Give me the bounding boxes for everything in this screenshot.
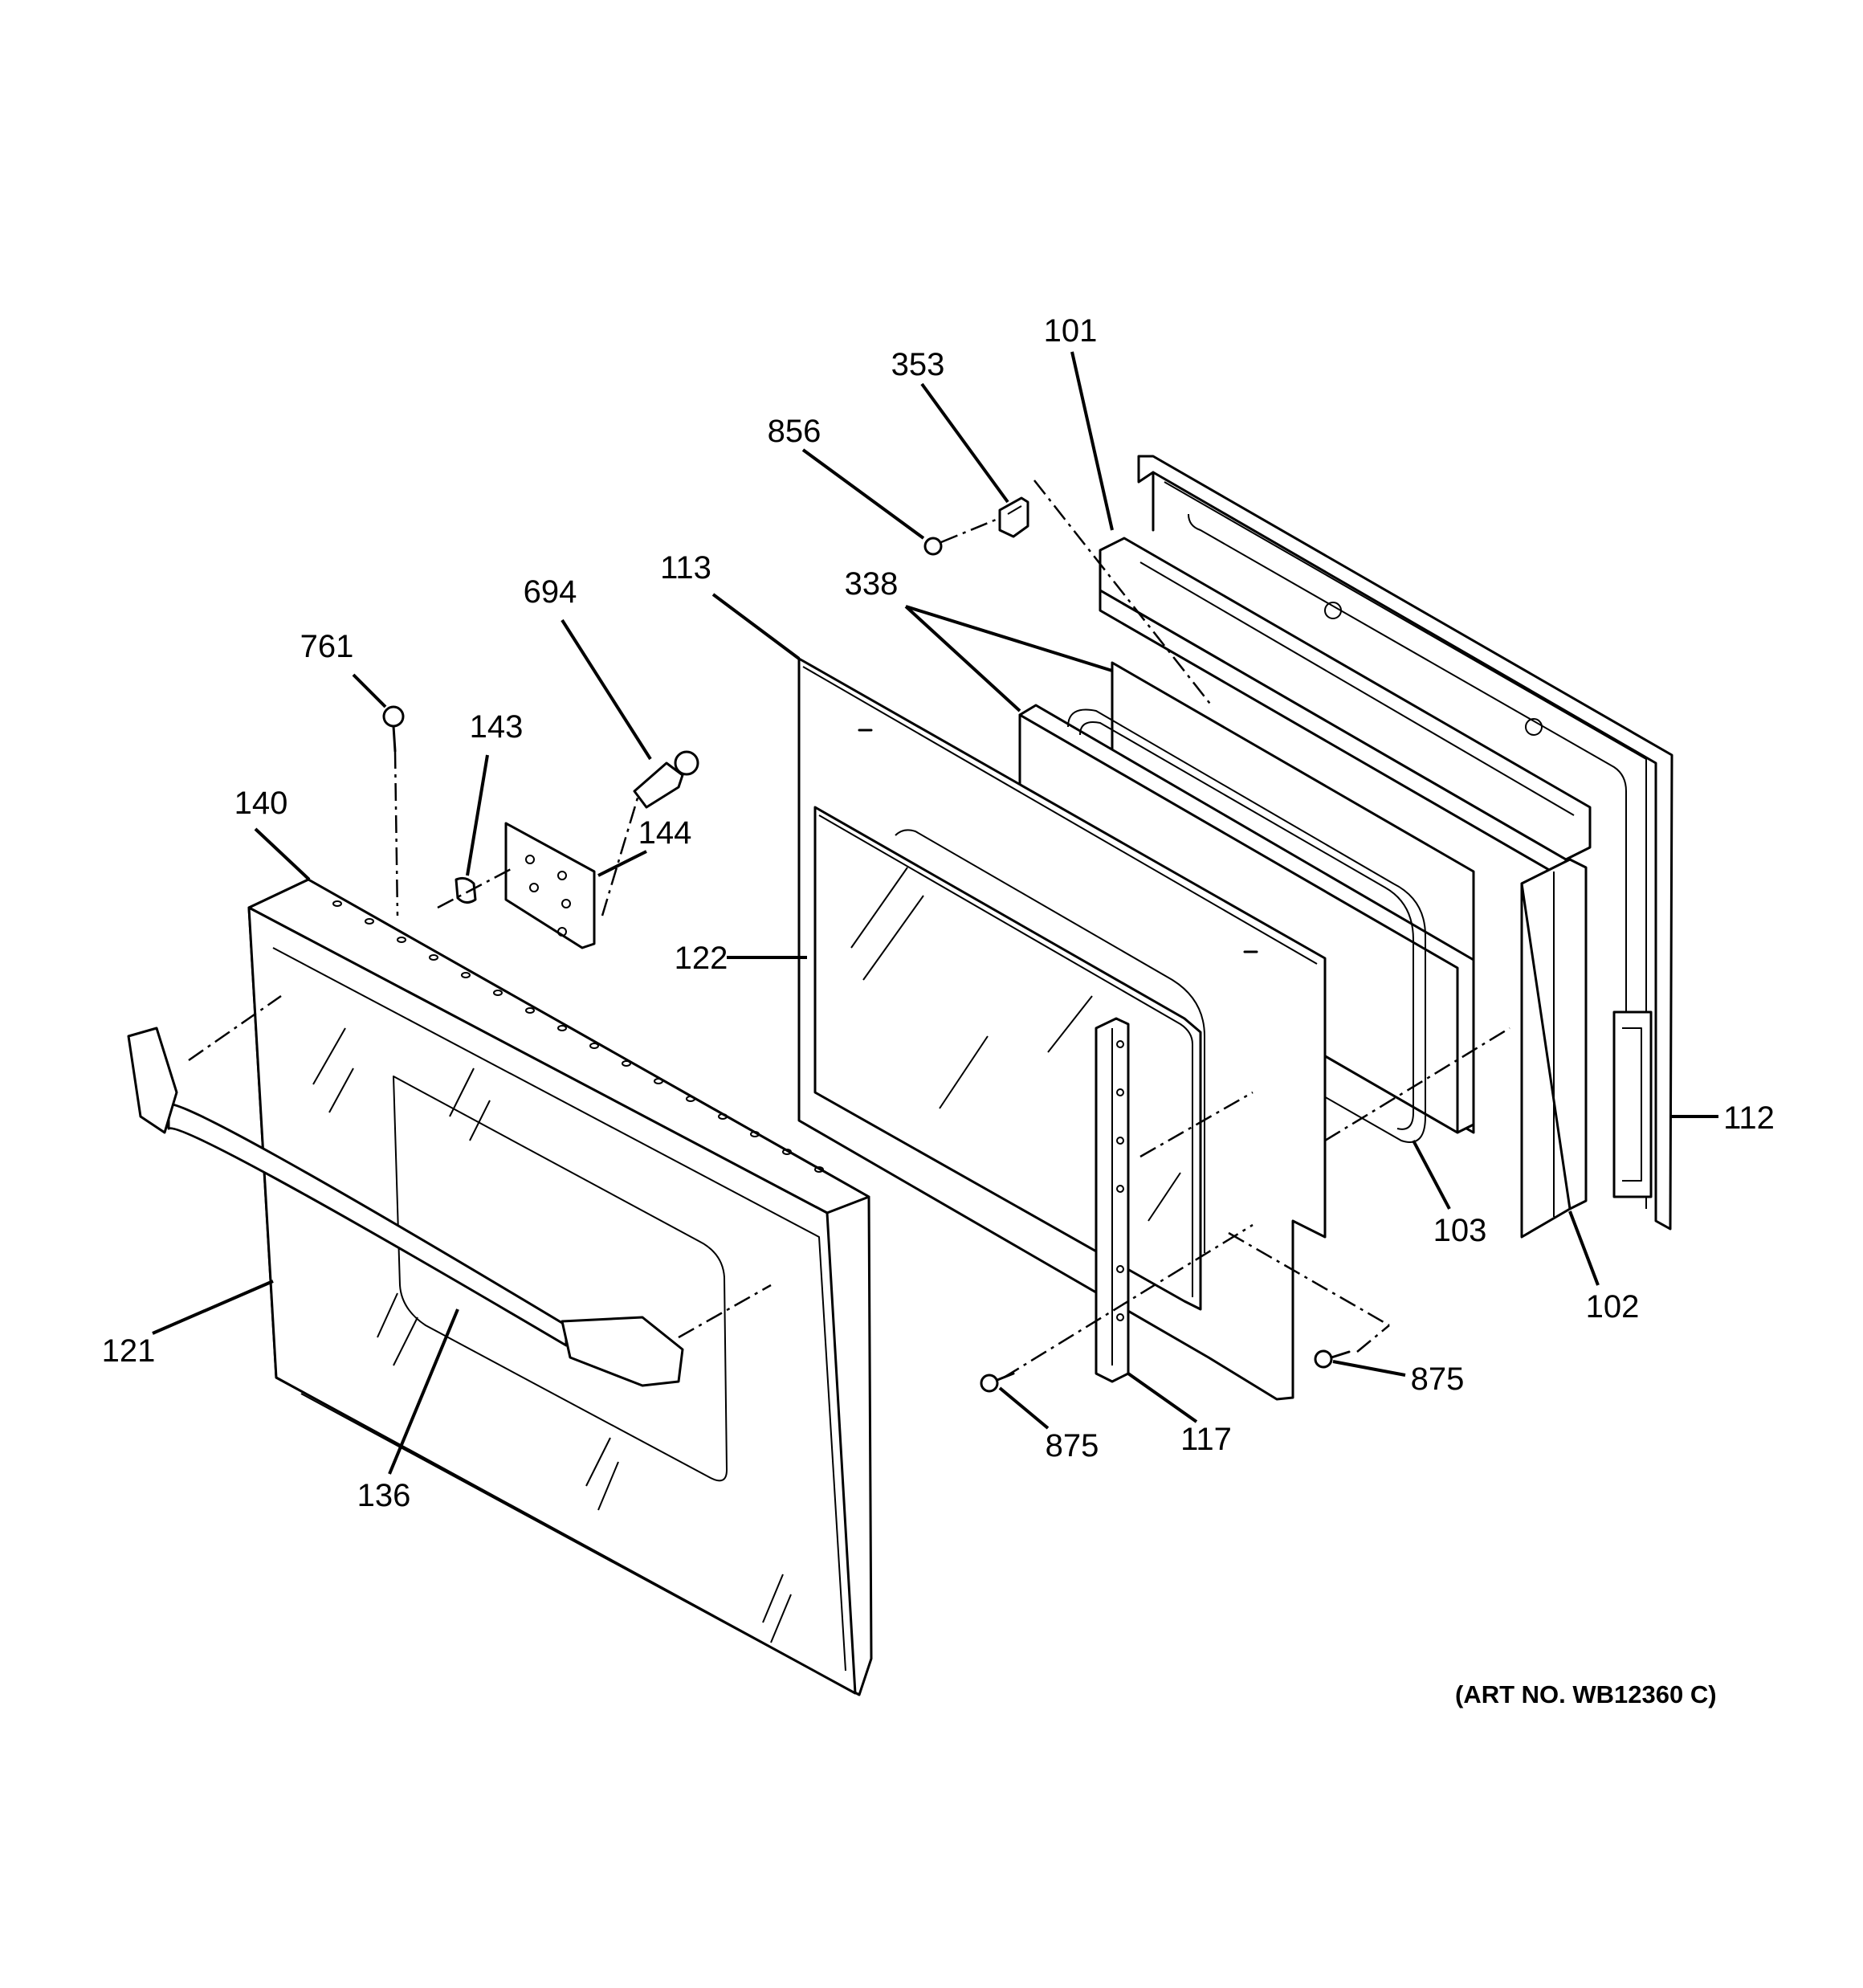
- callout-112: 112: [1723, 1100, 1775, 1136]
- callout-122: 122: [675, 941, 728, 976]
- callout-143: 143: [470, 709, 524, 745]
- vent-slots: [332, 900, 824, 1173]
- callout-117: 117: [1180, 1422, 1232, 1457]
- part-694-shoulder-screw: [633, 750, 699, 809]
- assembly-lines: [188, 480, 1510, 1379]
- callout-140: 140: [234, 786, 288, 821]
- callout-875-left: 875: [1046, 1428, 1099, 1463]
- callout-101: 101: [1044, 313, 1098, 349]
- part-121-outer-door-panel: [247, 878, 873, 1696]
- part-856-screw: [923, 537, 943, 556]
- part-761-screw: [382, 705, 405, 753]
- part-875-screws: [980, 1349, 1351, 1393]
- part-136-handle: [127, 1027, 684, 1387]
- callout-875-right: 875: [1411, 1361, 1465, 1397]
- callout-labels: 101 353 856 113 338 694 761 143 140 144 …: [102, 313, 1775, 1513]
- part-117-hinge-bracket: [1095, 1017, 1130, 1383]
- part-102-insulation: [1099, 537, 1592, 1239]
- callout-103: 103: [1433, 1213, 1487, 1248]
- art-number: (ART NO. WB12360 C): [1455, 1680, 1717, 1708]
- callout-102: 102: [1586, 1289, 1640, 1325]
- callout-113: 113: [660, 550, 711, 586]
- callout-144: 144: [638, 815, 692, 851]
- callout-121: 121: [102, 1333, 156, 1369]
- part-103-door-gasket: [1067, 708, 1426, 1143]
- leader-lines: [152, 351, 1718, 1475]
- callout-353: 353: [891, 347, 945, 382]
- callout-856: 856: [768, 414, 821, 449]
- part-101-door-frame: [1137, 455, 1673, 1231]
- part-353-bracket: [998, 496, 1029, 538]
- part-144-hinge-plate: [504, 822, 596, 949]
- callout-694: 694: [524, 574, 577, 610]
- callout-136: 136: [357, 1478, 411, 1513]
- callout-338: 338: [845, 566, 899, 602]
- callout-761: 761: [300, 629, 354, 664]
